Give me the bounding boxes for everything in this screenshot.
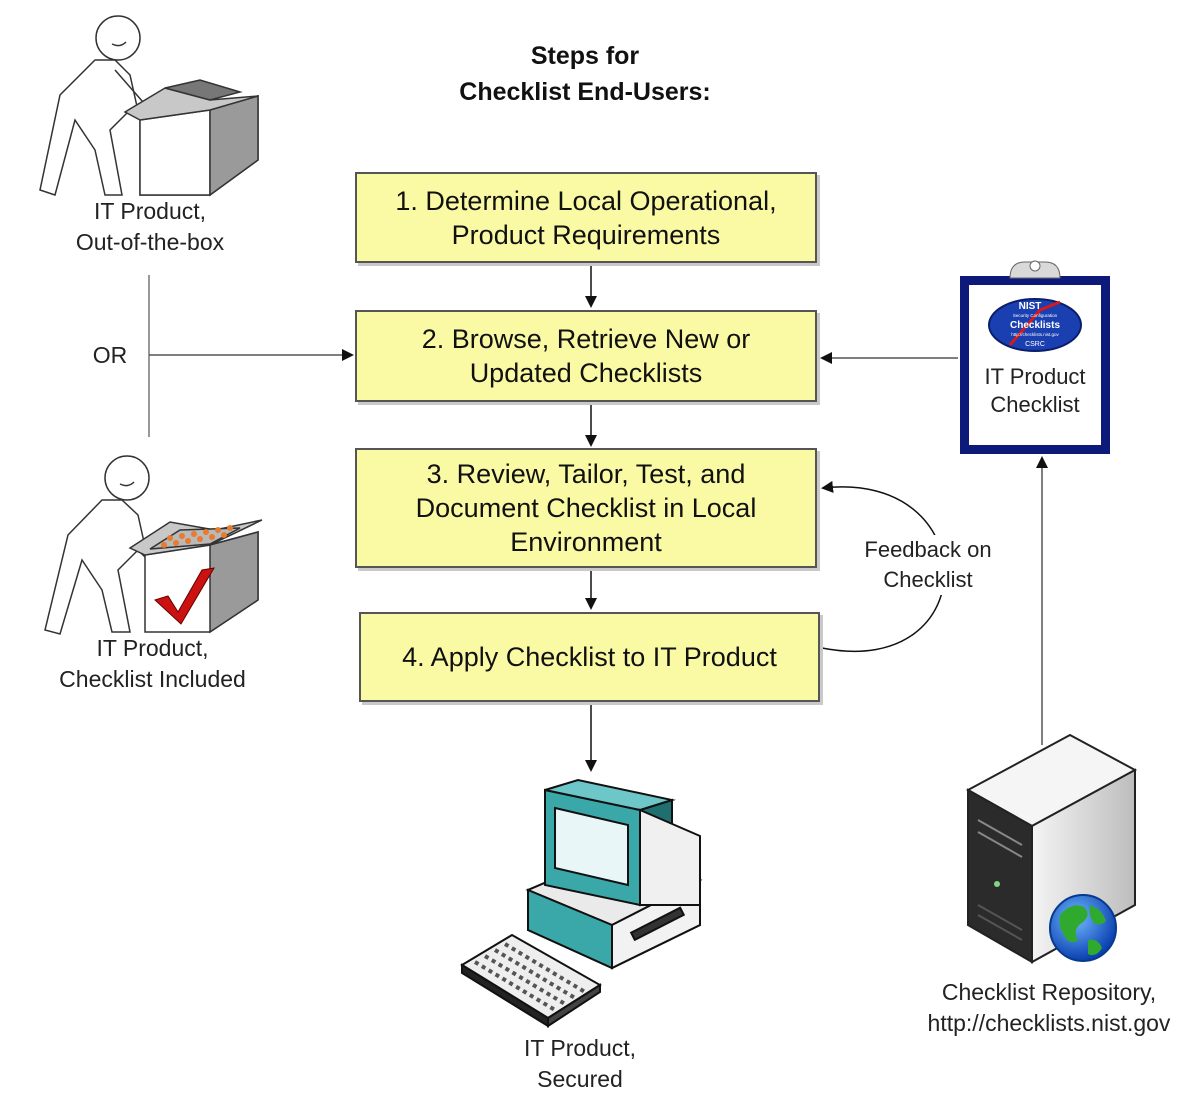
- label-feedback-line2: Checklist: [883, 567, 973, 592]
- step-2-box: 2. Browse, Retrieve New or Updated Check…: [355, 310, 817, 402]
- step-4-line1: 4. Apply Checklist to IT Product: [402, 642, 777, 672]
- nist-logo-title: Checklists: [1010, 320, 1060, 331]
- label-secured: IT Product, Secured: [480, 1033, 680, 1095]
- step-1-line2: Product Requirements: [451, 219, 721, 250]
- nist-logo-csrc: CSRC: [1025, 341, 1045, 348]
- orange-dots: [161, 525, 233, 548]
- label-repository-line2: http://checklists.nist.gov: [927, 1010, 1171, 1036]
- step-1-box: 1. Determine Local Operational, Product …: [355, 172, 817, 263]
- label-clipboard-line1: IT Product: [984, 364, 1086, 389]
- nist-logo-subtitle: Security Configuration: [1013, 313, 1058, 318]
- clipboard-icon: [960, 260, 1110, 454]
- label-feedback: Feedback on Checklist: [848, 535, 1008, 595]
- label-checklist-included: IT Product, Checklist Included: [30, 633, 275, 695]
- step-1-line1: 1. Determine Local Operational,: [395, 185, 777, 216]
- step-2-line1: 2. Browse, Retrieve New or: [421, 324, 751, 354]
- person-box-icon: [39, 15, 259, 197]
- label-out-of-box: IT Product, Out-of-the-box: [40, 196, 260, 258]
- label-clipboard: IT Product Checklist: [969, 363, 1101, 419]
- step-3-line2: Document Checklist in Local: [415, 493, 757, 523]
- nist-logo-brand: NIST: [1019, 301, 1042, 312]
- computer-icon: [525, 778, 703, 970]
- label-clipboard-line2: Checklist: [990, 392, 1080, 417]
- label-out-of-box-line1: IT Product,: [93, 198, 207, 224]
- diagram-title-line2: Checklist End-Users:: [459, 78, 711, 106]
- label-repository: Checklist Repository, http://checklists.…: [900, 977, 1198, 1039]
- label-checklist-included-line1: IT Product,: [96, 635, 209, 661]
- step-3-line3: Environment: [510, 527, 662, 557]
- label-repository-line1: Checklist Repository,: [941, 979, 1157, 1005]
- label-secured-line1: IT Product,: [523, 1035, 637, 1061]
- label-or: OR: [92, 342, 128, 368]
- globe-icon: [1049, 894, 1117, 962]
- label-feedback-line1: Feedback on: [864, 537, 992, 562]
- step-3-box: 3. Review, Tailor, Test, and Document Ch…: [355, 448, 817, 568]
- label-out-of-box-line2: Out-of-the-box: [75, 229, 225, 255]
- step-4-box: 4. Apply Checklist to IT Product: [359, 612, 820, 702]
- label-secured-line2: Secured: [537, 1066, 623, 1092]
- label-checklist-included-line2: Checklist Included: [59, 666, 246, 692]
- step-3-line1: 3. Review, Tailor, Test, and: [426, 459, 746, 489]
- diagram-title-line1: Steps for: [530, 42, 640, 70]
- checkmark-icon: [154, 567, 215, 625]
- keyboard-icon: [460, 933, 602, 1028]
- step-2-line2: Updated Checklists: [469, 358, 703, 388]
- nist-logo-url: http://checklists.nist.gov: [1011, 332, 1059, 337]
- person-box-checklist-icon: [44, 455, 263, 635]
